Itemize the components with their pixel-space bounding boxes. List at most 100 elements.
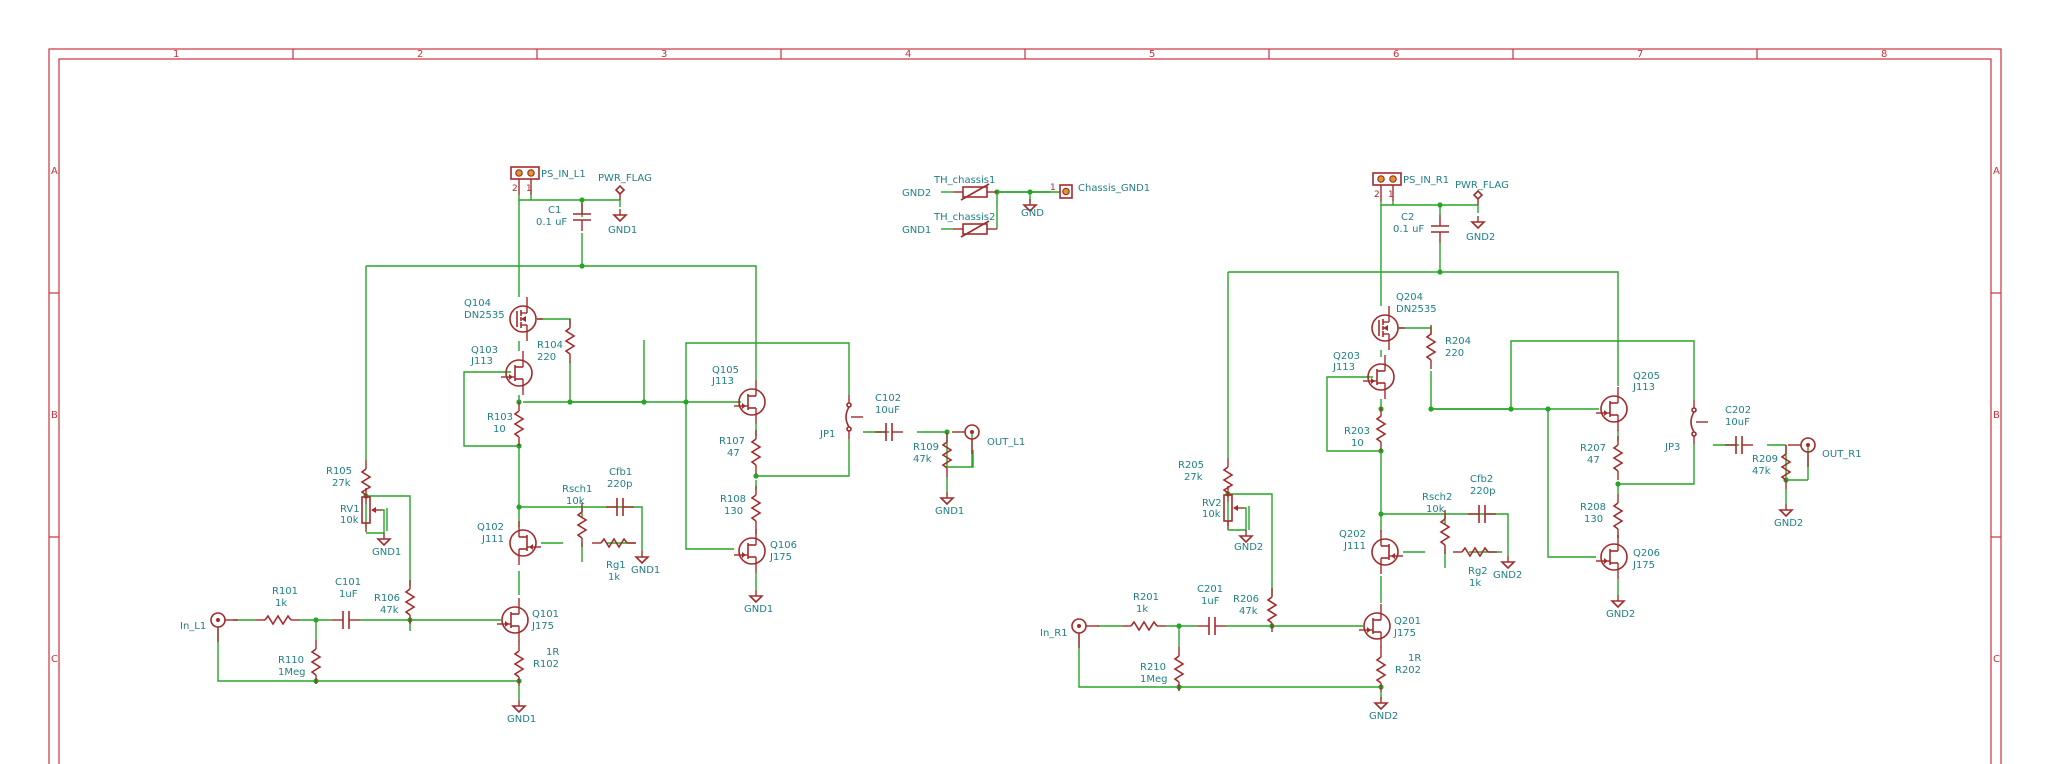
frame-column-ticks (292, 49, 1758, 59)
left-q104-mosfet[interactable] (509, 296, 544, 342)
left-r107-resistor[interactable] (751, 429, 761, 475)
left-r110-ref: R110 (278, 655, 304, 666)
right-r207-resistor[interactable] (1613, 435, 1623, 481)
gnd-symbol (1779, 503, 1793, 517)
frame-row-ticks (49, 292, 2001, 538)
left-r104-resistor[interactable] (565, 318, 575, 364)
right-q204-value: DN2535 (1396, 304, 1437, 315)
left-r103-resistor[interactable] (514, 401, 524, 447)
left-q101-jfet[interactable] (496, 597, 529, 643)
right-r208-value: 130 (1584, 514, 1603, 525)
frame-col-3: 3 (661, 49, 667, 60)
left-r101-value: 1k (275, 598, 287, 609)
left-q106-gnd-label: GND1 (744, 604, 773, 615)
left-jp1-jumper[interactable] (845, 394, 864, 440)
thermistor-chassis1[interactable] (952, 183, 998, 201)
right-out-label: OUT_R1 (1822, 449, 1862, 460)
pin-number: 1 (1388, 190, 1394, 200)
left-r110-resistor[interactable] (311, 639, 321, 685)
right-r203-resistor[interactable] (1376, 406, 1386, 452)
left-out-jack[interactable] (951, 424, 980, 455)
gnd-symbol (1611, 594, 1625, 608)
right-r204-resistor[interactable] (1426, 324, 1436, 370)
right-r205-value: 27k (1184, 472, 1203, 483)
left-q101-ref: Q101 (532, 609, 559, 620)
right-rg2-ref: Rg2 (1468, 566, 1488, 577)
right-r203-ref: R203 (1344, 426, 1370, 437)
pin-number: 1 (1050, 183, 1056, 193)
left-r101-ref: R101 (272, 586, 298, 597)
left-q105-jfet[interactable] (733, 379, 766, 425)
right-rsch2-resistor[interactable] (1440, 509, 1450, 555)
left-r106-resistor[interactable] (405, 579, 415, 625)
right-gnd-label: GND2 (1466, 232, 1495, 243)
right-jp3-ref: JP3 (1664, 442, 1680, 453)
right-r210-resistor[interactable] (1174, 646, 1184, 692)
left-q106-jfet[interactable] (733, 528, 766, 574)
left-gnd-label: GND1 (608, 225, 637, 236)
thermistor-chassis2[interactable] (952, 220, 998, 238)
right-r202-gnd-label: GND2 (1369, 711, 1398, 722)
right-r201-value: 1k (1136, 604, 1148, 615)
frame-col-6: 6 (1393, 49, 1399, 60)
left-cfb1-value: 220p (607, 479, 632, 490)
right-r210-ref: R210 (1140, 662, 1166, 673)
left-rsch1-resistor[interactable] (577, 502, 587, 548)
right-r202-resistor[interactable] (1376, 647, 1386, 693)
left-rg1-gnd-label: GND1 (631, 565, 660, 576)
right-q202-value: J111 (1343, 541, 1366, 552)
right-q203-jfet[interactable] (1362, 354, 1395, 400)
drawing-frame: 1 2 3 4 5 6 7 8 A B C A B C (48, 48, 2002, 764)
right-rsch2-value: 10k (1426, 504, 1445, 515)
gnd-symbol (377, 532, 391, 546)
right-r209-value: 47k (1752, 466, 1771, 477)
right-rg2-gnd-label: GND2 (1493, 570, 1522, 581)
chassis-gnd-connector[interactable] (1062, 187, 1070, 196)
right-ps-in-label: PS_IN_R1 (1403, 175, 1449, 186)
left-r105-ref: R105 (326, 466, 352, 477)
right-r201-ref: R201 (1133, 592, 1159, 603)
right-q205-jfet[interactable] (1595, 386, 1628, 432)
left-q101-value: J175 (531, 621, 554, 632)
chassis-gnd1-conn-label: Chassis_GND1 (1078, 183, 1150, 194)
left-c101-cap[interactable] (331, 610, 361, 630)
left-r108-value: 130 (724, 506, 743, 517)
right-cfb2-value: 220p (1470, 486, 1495, 497)
left-r101-resistor[interactable] (255, 615, 301, 625)
right-in-label: In_R1 (1040, 628, 1068, 639)
left-ps-in-label: PS_IN_L1 (541, 169, 586, 180)
left-q102-jfet[interactable] (509, 520, 542, 566)
right-c201-cap[interactable] (1197, 616, 1227, 636)
right-r202-ref: R202 (1395, 665, 1421, 676)
right-out-jack[interactable] (1787, 437, 1816, 468)
left-q102-value: J111 (481, 534, 504, 545)
right-q202-jfet[interactable] (1371, 529, 1404, 575)
left-r109-value: 47k (913, 454, 932, 465)
left-c1-ref: C1 (548, 205, 561, 216)
right-jp3-jumper[interactable] (1690, 399, 1709, 445)
frame-col-5: 5 (1149, 49, 1155, 60)
right-in-jack[interactable] (1071, 618, 1100, 649)
right-c2-cap[interactable] (1430, 214, 1450, 244)
left-q103-jfet[interactable] (500, 350, 533, 396)
right-r208-ref: R208 (1580, 502, 1606, 513)
right-q206-jfet[interactable] (1595, 534, 1628, 580)
right-r201-resistor[interactable] (1121, 621, 1167, 631)
left-q104-value: DN2535 (464, 310, 505, 321)
right-q201-jfet[interactable] (1358, 603, 1391, 649)
right-q206-ref: Q206 (1633, 548, 1660, 559)
left-r106-ref: R106 (374, 593, 400, 604)
left-in-jack[interactable] (210, 612, 239, 643)
chassis-gnd1-label: GND1 (902, 225, 931, 236)
left-r102-value: 1R (546, 647, 559, 658)
chassis-gnd2-label: GND2 (902, 188, 931, 199)
left-c101-value: 1uF (339, 589, 358, 600)
left-r108-resistor[interactable] (751, 485, 761, 531)
frame-row-a-right: A (1993, 166, 2000, 177)
pin-number: 1 (526, 184, 532, 194)
left-r102-resistor[interactable] (514, 641, 524, 687)
right-q205-value: J113 (1632, 382, 1655, 393)
right-r208-resistor[interactable] (1613, 493, 1623, 539)
right-pwr-flag (1473, 190, 1483, 206)
right-rv2-ref: RV2 (1202, 498, 1222, 509)
